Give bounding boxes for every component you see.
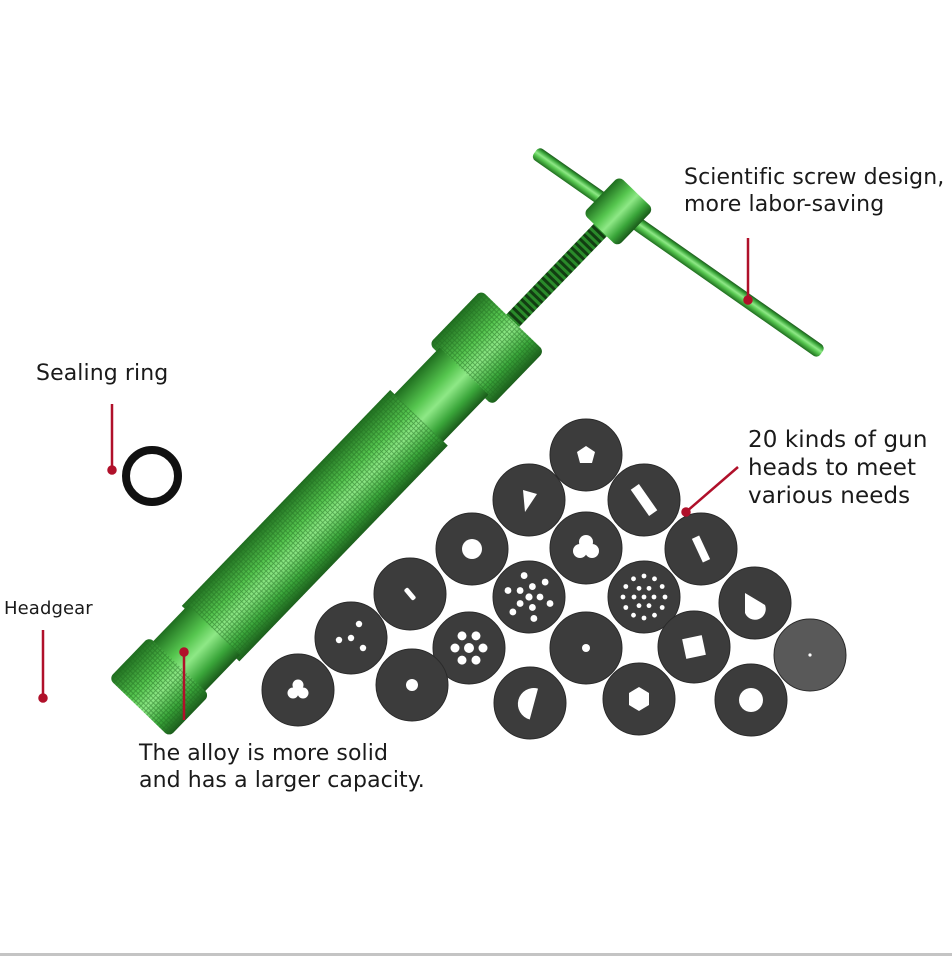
gun-head-disc bbox=[607, 560, 681, 634]
gun-head-disc bbox=[493, 666, 567, 740]
screw-cap bbox=[585, 178, 652, 245]
screw-rod bbox=[502, 213, 617, 331]
gun-head-disc bbox=[773, 618, 847, 692]
gun-head-disc bbox=[549, 611, 623, 685]
gun-head-disc bbox=[664, 512, 738, 586]
gun-head-disc bbox=[435, 512, 509, 586]
gun-head-disc bbox=[373, 557, 447, 631]
label-gun-heads: 20 kinds of gun heads to meet various ne… bbox=[748, 427, 928, 509]
sealing-ring-icon bbox=[122, 446, 182, 506]
gun-head-disc bbox=[549, 511, 623, 585]
gun-head-discs bbox=[261, 418, 847, 740]
leader-lines bbox=[38, 238, 753, 720]
gun-head-disc bbox=[549, 418, 623, 492]
extruder-gun bbox=[111, 178, 652, 735]
gun-head-disc bbox=[314, 601, 388, 675]
gun-head-disc bbox=[375, 648, 449, 722]
gun-head-disc bbox=[432, 611, 506, 685]
gun-head-disc bbox=[718, 566, 792, 640]
bottom-divider bbox=[0, 953, 952, 956]
label-screw-design: Scientific screw design, more labor-savi… bbox=[684, 165, 945, 217]
gun-head-disc bbox=[261, 653, 335, 727]
gun-head-disc bbox=[492, 560, 566, 634]
gun-head-disc bbox=[602, 662, 676, 736]
label-sealing-ring: Sealing ring bbox=[36, 361, 169, 386]
gun-head-disc bbox=[714, 663, 788, 737]
label-alloy: The alloy is more solid and has a larger… bbox=[139, 741, 425, 793]
gun-head-disc bbox=[657, 610, 731, 684]
gun-head-disc bbox=[607, 463, 681, 537]
label-headgear: Headgear bbox=[4, 598, 93, 619]
gun-head-disc bbox=[492, 463, 566, 537]
